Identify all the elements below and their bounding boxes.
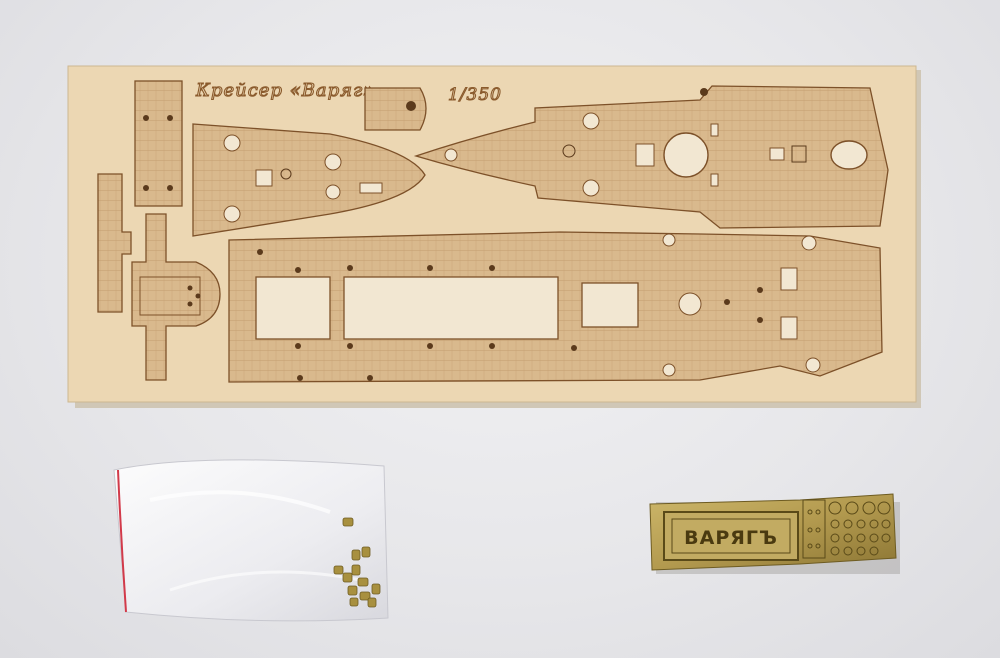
upper-main-deck-part bbox=[413, 85, 889, 229]
sheet-scale-engraving: 1/350 bbox=[448, 85, 502, 105]
cross-shaped-part bbox=[131, 213, 221, 381]
brass-photo-etch-fret: ВАРЯГЪ bbox=[649, 493, 900, 574]
sheet-title-engraving: Крейсер «Варяг» bbox=[195, 80, 375, 101]
nameplate: ВАРЯГЪ bbox=[663, 511, 799, 561]
brass-fittings bbox=[333, 517, 381, 608]
forecastle-deck-part bbox=[192, 123, 426, 237]
lower-main-deck-part bbox=[228, 231, 883, 383]
nameplate-text: ВАРЯГЪ bbox=[684, 527, 778, 549]
etched-details bbox=[802, 499, 891, 559]
small-deck-part bbox=[364, 87, 427, 131]
deck-strip-part bbox=[134, 80, 183, 207]
laser-cut-wood-sheet: Крейсер «Варяг» 1/350 bbox=[67, 65, 921, 408]
side-strip-part bbox=[97, 173, 132, 313]
parts-zip-bag bbox=[113, 459, 389, 622]
